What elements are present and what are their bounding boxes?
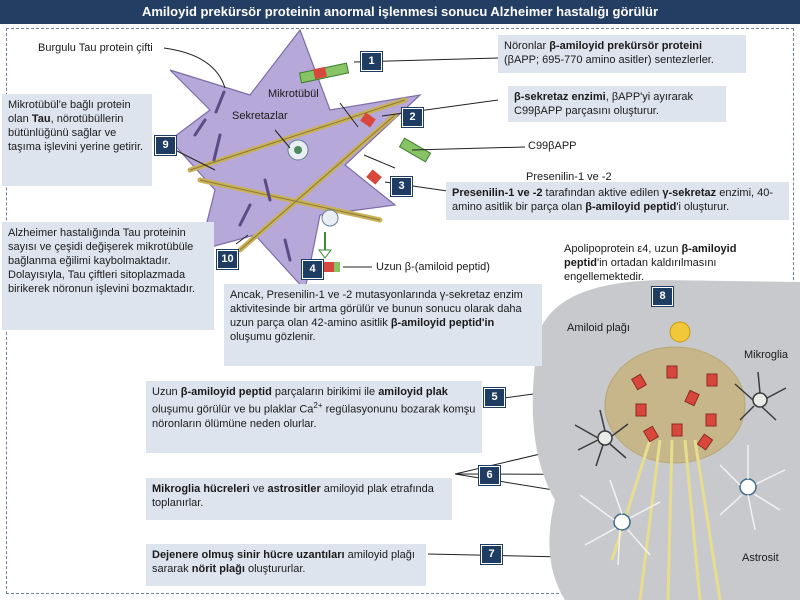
step-number-8: 8 (652, 287, 673, 306)
step-4-box: Ancak, Presenilin-1 ve -2 mutasyonlarınd… (224, 284, 542, 366)
step-7-box: Dejenere olmuş sinir hücre uzantıları am… (146, 544, 426, 586)
step-2-box: β-sekretaz enzimi, βAPP'yi ayırarak C99β… (508, 86, 726, 122)
label-plaque: Amiloid plağı (567, 322, 630, 334)
amyloid-plaque (604, 346, 746, 464)
label-abeta: Uzun β-(amiloid peptid) (376, 261, 490, 273)
step-1-box: Nöronlar β-amiloyid prekürsör proteini (… (498, 35, 746, 73)
step-number-1: 1 (361, 52, 382, 71)
label-astrocyte: Astrosit (742, 552, 779, 564)
step-3-box: Presenilin-1 ve -2 tarafından aktive edi… (446, 182, 789, 220)
label-c99: C99βAPP (528, 140, 577, 152)
label-microglia: Mikroglia (744, 349, 789, 361)
step-8-box: Apolipoprotein ε4, uzun β-amiloyid pepti… (564, 243, 737, 283)
label-presenilin: Presenilin-1 ve -2 (526, 171, 612, 183)
step-5-box: Uzun β-amiloyid peptid parçaların biriki… (146, 381, 482, 453)
step-number-7: 7 (481, 545, 502, 564)
step-number-5: 5 (484, 388, 505, 407)
label-tau-pair: Burgulu Tau protein çifti (38, 42, 153, 54)
step-10-box: Alzheimer hastalığında Tau proteinin say… (2, 222, 214, 330)
astrocyte-cells (579, 445, 786, 566)
step-number-6: 6 (479, 466, 500, 485)
label-microtubule: Mikrotübül (268, 88, 319, 100)
step-number-4: 4 (302, 260, 323, 279)
step-6-box: Mikroglia hücreleri ve astrositler amilo… (146, 478, 452, 520)
step-number-3: 3 (391, 177, 412, 196)
step-number-10: 10 (217, 250, 238, 269)
figure-title: Amiloyid prekürsör proteinin anormal işl… (0, 0, 800, 24)
step-number-9: 9 (155, 136, 176, 155)
label-secretases: Sekretazlar (232, 110, 288, 122)
tau-pairs (193, 90, 292, 262)
microglia-cells (574, 371, 787, 467)
step-9-box: Mikrotübül'e bağlı protein olan Tau, nör… (2, 94, 152, 186)
step-number-2: 2 (402, 108, 423, 127)
